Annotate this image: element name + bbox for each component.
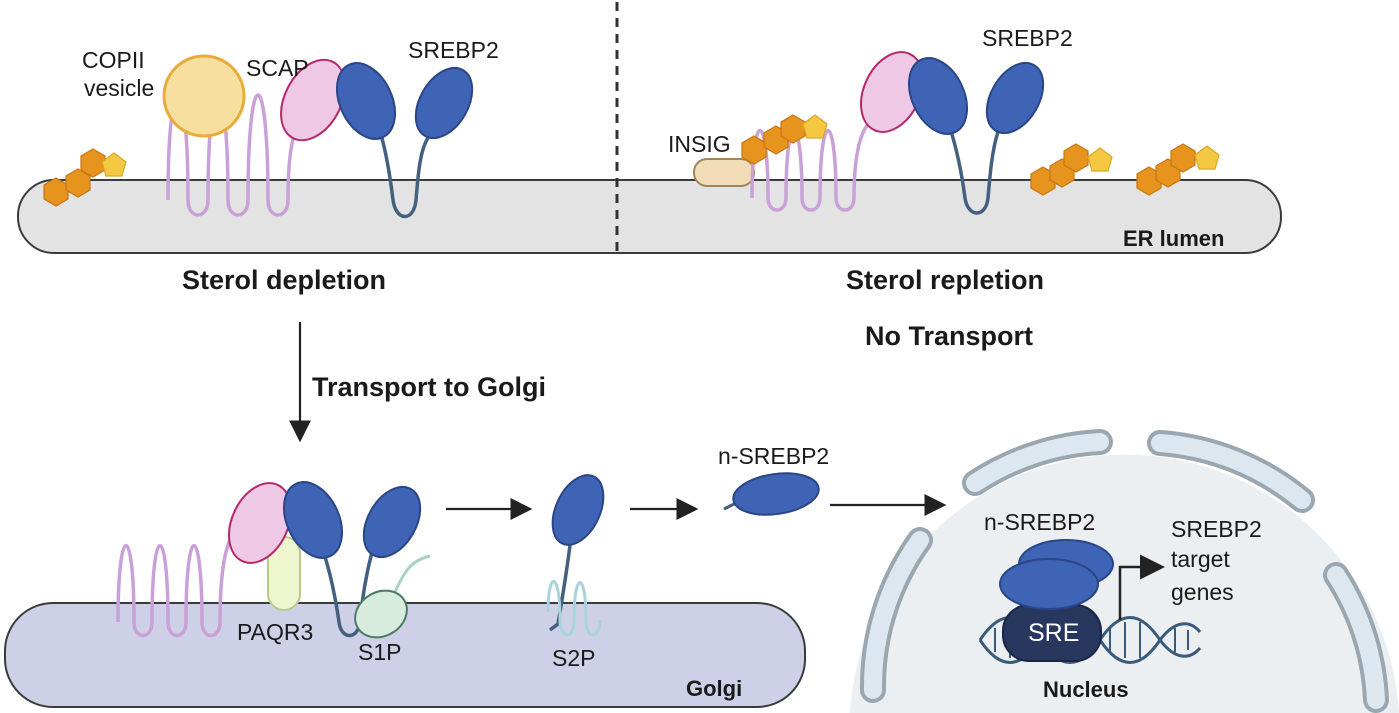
sre-label: SRE [1028, 619, 1079, 647]
scap-label: SCAP [246, 55, 309, 81]
n-srebp2-bound-front [999, 558, 1099, 610]
no-transport-label: No Transport [865, 321, 1033, 351]
target-genes-label-line1: SREBP2 [1171, 516, 1262, 542]
nucleus-interior [850, 454, 1399, 713]
s2p-label: S2P [552, 645, 595, 671]
nuclear-envelope [859, 429, 1389, 713]
srebp2-right [907, 57, 1045, 215]
nucleus-label: Nucleus [1043, 677, 1129, 702]
s1p-protease [354, 589, 408, 639]
target-genes-label-line2: target [1171, 546, 1230, 572]
copii-label-line1: COPII [82, 47, 145, 73]
n-srebp2-free-label: n-SREBP2 [718, 443, 829, 469]
srebp2-label-left: SREBP2 [408, 37, 499, 63]
copii-vesicle [162, 54, 246, 138]
scap-domain-golgi [228, 482, 292, 564]
paqr3-label: PAQR3 [237, 619, 313, 645]
transport-to-golgi-label: Transport to Golgi [312, 372, 546, 402]
golgi-label: Golgi [686, 676, 742, 701]
s2p-protease [546, 580, 602, 637]
scap-transmembrane-loops-left [166, 93, 302, 217]
sterol-molecules-on-scap [741, 114, 828, 165]
transcription-arrow [1118, 554, 1165, 620]
target-genes-label-line3: genes [1171, 579, 1234, 605]
er-lumen-label: ER lumen [1123, 226, 1224, 251]
insig-protein [693, 158, 755, 187]
copii-label-line2: vesicle [84, 75, 154, 101]
s1p-label: S1P [358, 639, 401, 665]
sterol-repletion-title: Sterol repletion [846, 265, 1044, 295]
srebp2-golgi [282, 481, 422, 638]
s1p-tail [393, 554, 431, 593]
n-srebp2-nucleus-label: n-SREBP2 [984, 509, 1095, 535]
srebp2-label-right: SREBP2 [982, 25, 1073, 51]
srebp2-s1p-cleaved [548, 474, 605, 632]
nucleus [850, 429, 1399, 713]
n-srebp2-free [732, 472, 820, 516]
scap-transmembrane-loops-golgi [116, 527, 238, 638]
srebp2-left [335, 62, 474, 219]
scap-domain-left [280, 58, 346, 142]
sterol-depletion-title: Sterol depletion [182, 265, 386, 295]
scap-transmembrane-loops-right [750, 120, 872, 212]
insig-label: INSIG [668, 131, 731, 157]
